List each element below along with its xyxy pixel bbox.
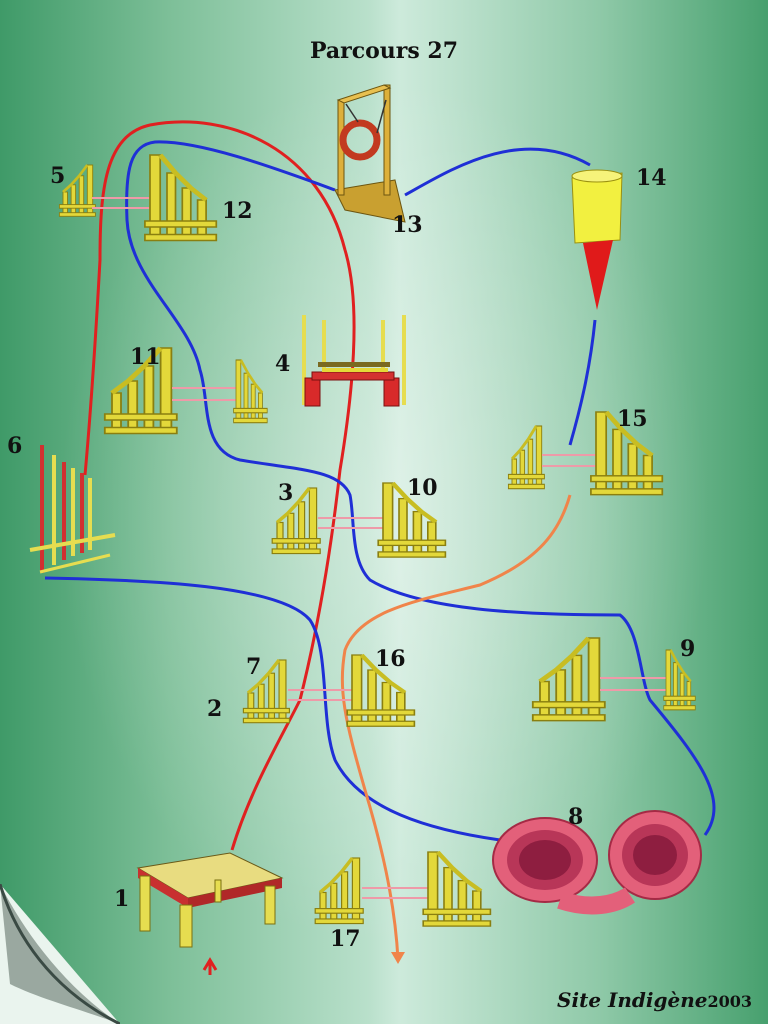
hurdle-icon: [231, 358, 269, 425]
chute-icon: [571, 169, 623, 310]
site-signature: Site Indigène2003: [557, 988, 752, 1012]
obstacle-number-15: 15: [617, 406, 648, 432]
hurdle-icon: [313, 856, 366, 926]
orange-arrow-icon: [391, 952, 405, 964]
hurdle-icon: [533, 638, 605, 721]
page-curl-icon: [0, 884, 120, 1024]
red-path: [83, 120, 356, 975]
site-name: Site Indigène: [557, 988, 708, 1012]
obstacle-number-14: 14: [636, 165, 667, 191]
blue-path: [44, 140, 716, 842]
obstacle-number-3: 3: [278, 480, 294, 506]
weave-poles-icon: [29, 445, 116, 574]
obstacle-number-11: 11: [130, 344, 161, 370]
obstacle-number-12: 12: [222, 198, 253, 224]
obstacle-number-4: 4: [275, 351, 291, 377]
hurdle-icon: [506, 424, 547, 491]
obstacle-number-9: 9: [680, 636, 696, 662]
obstacle-number-13: 13: [392, 212, 423, 238]
obstacle-number-10: 10: [407, 475, 438, 501]
hurdle-icon: [423, 852, 490, 926]
hurdle-icon: [145, 155, 216, 241]
table-icon: [136, 852, 284, 948]
orange-path: [340, 494, 572, 961]
obstacle-number-17: 17: [330, 926, 361, 952]
obstacle-number-6: 6: [7, 433, 23, 459]
obstacle-number-8: 8: [568, 804, 584, 830]
page-title: Parcours 27: [309, 38, 459, 64]
hurdle-icon: [302, 315, 406, 407]
obstacle-number-1: 1: [114, 886, 130, 912]
obstacle-number-5: 5: [50, 163, 66, 189]
tire-icon: [334, 84, 406, 223]
tunnel-icon: [492, 810, 702, 915]
obstacle-number-2: 2: [207, 696, 223, 722]
obstacle-number-7: 7: [246, 654, 262, 680]
site-year: 2003: [707, 992, 752, 1011]
obstacle-number-16: 16: [375, 646, 406, 672]
